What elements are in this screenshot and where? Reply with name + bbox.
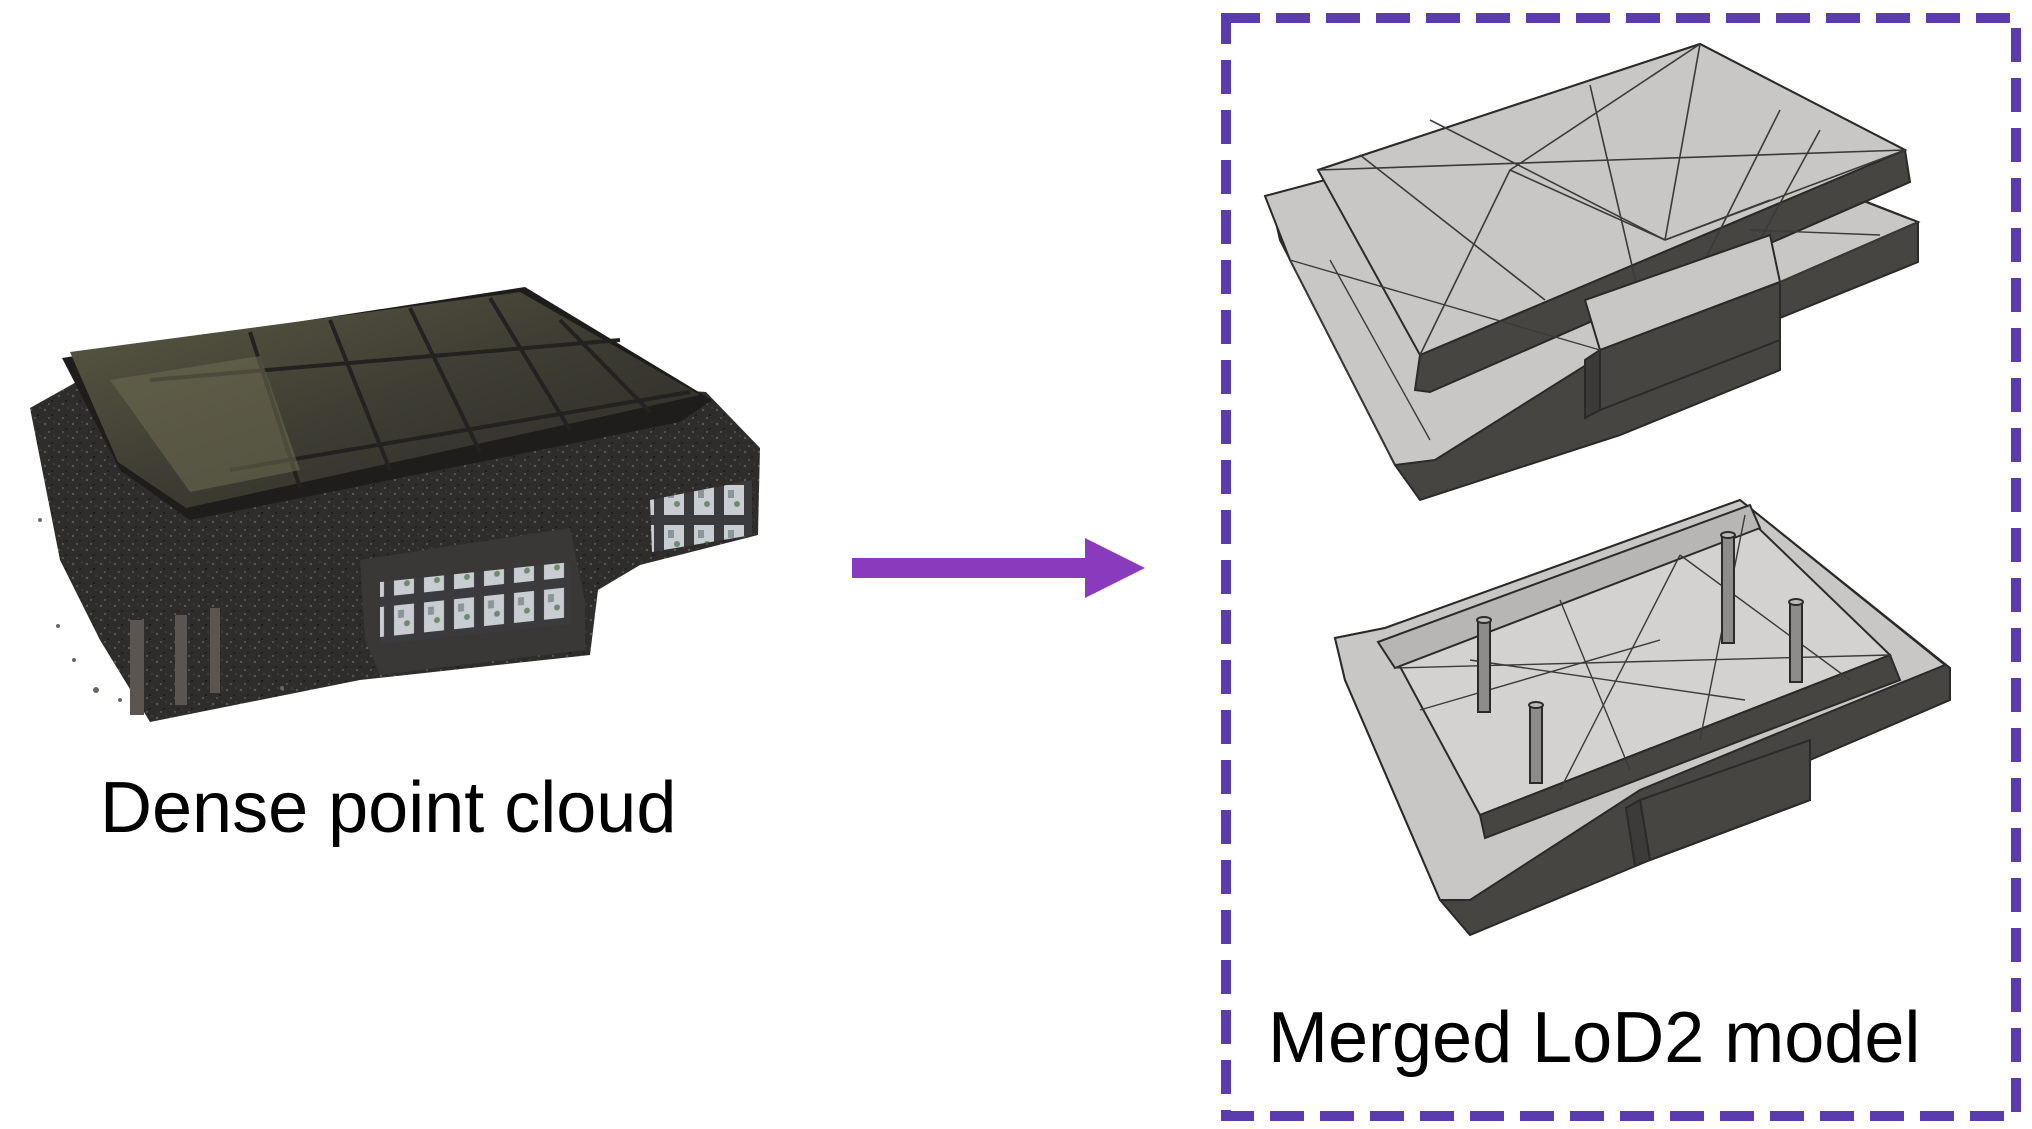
- point-cloud-image: [30, 287, 760, 722]
- lod2-model-frame: [1221, 13, 2021, 1121]
- process-arrow: [852, 538, 1145, 598]
- point-cloud-caption: Dense point cloud: [100, 768, 677, 848]
- roof-sheen: [110, 356, 300, 492]
- point-cloud-noise: [38, 518, 284, 702]
- point-cloud-side-windows: [650, 480, 752, 552]
- lod2-columns: [1476, 531, 1804, 784]
- arrow-head: [1085, 538, 1145, 598]
- lod2-model-bottom: [1333, 498, 1951, 937]
- lod2-model-top: [1263, 42, 1921, 502]
- arrow-shaft: [852, 558, 1097, 578]
- point-cloud-columns: [130, 608, 220, 715]
- lod2-model-caption: Merged LoD2 model: [1268, 998, 1921, 1078]
- point-cloud-window-strip: [380, 562, 570, 645]
